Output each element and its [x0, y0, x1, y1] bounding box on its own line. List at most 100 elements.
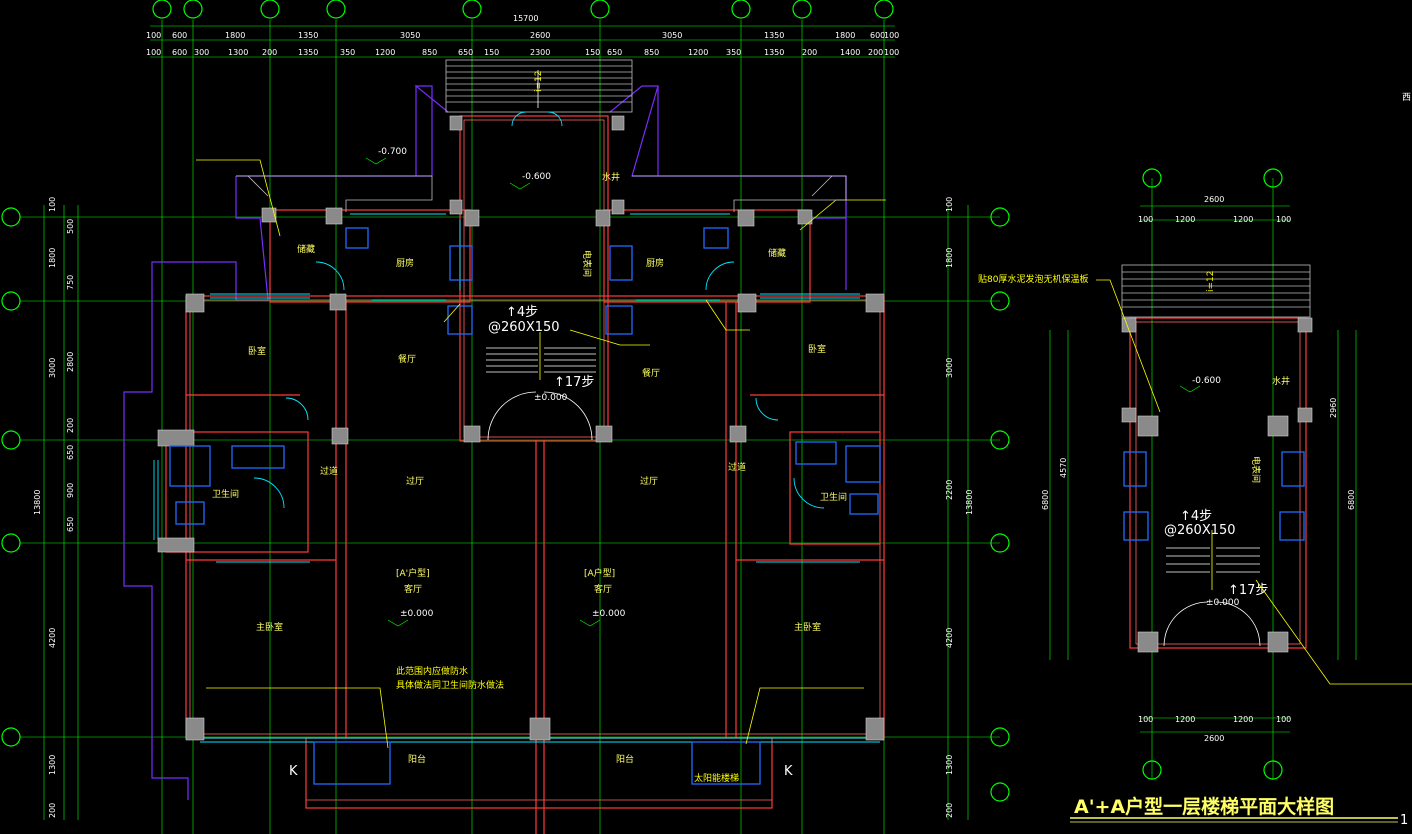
stair-steps-up: ↑4步 — [506, 305, 538, 320]
dim-top-r2-14: 850 — [644, 48, 659, 57]
label-storage-right: 储藏 — [768, 247, 786, 259]
stair-spec: @260X150 — [488, 320, 560, 335]
dim-top-r2-9: 650 — [458, 48, 473, 57]
dim-top-r2-3: 1300 — [228, 48, 248, 57]
detail-stair-spec: @260X150 — [1164, 523, 1236, 538]
label-living-left: 客厅 — [404, 583, 422, 595]
label-corridor-right: 过道 — [728, 461, 746, 473]
stair-annotations: ↑4步 @260X150 ↑17步 — [488, 305, 594, 390]
edge-label: 西 — [1402, 92, 1411, 103]
windows — [153, 213, 880, 743]
stair-slope: i=12 — [534, 71, 544, 93]
label-dining-left: 餐厅 — [398, 353, 416, 365]
detail-dim-bot-1: 1200 — [1175, 715, 1195, 724]
detail-dim-top-1: 1200 — [1175, 215, 1195, 224]
dim-top-r2-16: 350 — [726, 48, 741, 57]
dim-left-2: 1800 — [48, 248, 57, 268]
doors — [253, 111, 825, 509]
label-corridor-left: 过道 — [320, 465, 338, 477]
dim-top-r2-10: 150 — [484, 48, 499, 57]
side-dimensions: 13800 100 500 1800 750 2800 3000 200 650… — [33, 197, 974, 820]
note-waterproof-2: 具体做法同卫生间防水做法 — [396, 679, 504, 691]
title-text: A'+A户型一层楼梯平面大样图 — [1074, 795, 1334, 818]
dim-top-r2-19: 1400 — [840, 48, 860, 57]
note-solar-stair: 太阳能楼梯 — [694, 772, 739, 784]
label-living-right: 客厅 — [594, 583, 612, 595]
dim-top-r2-17: 1350 — [764, 48, 784, 57]
dim-top-r2-13: 650 — [607, 48, 622, 57]
dim-top-r1-0: 100 — [146, 31, 161, 40]
columns — [157, 115, 885, 741]
detail-steps-up: ↑4步 — [1180, 509, 1212, 524]
dim-top-r1-4: 3050 — [400, 31, 420, 40]
roof-outline — [123, 85, 847, 800]
dim-right-2: 3000 — [945, 358, 954, 378]
label-bath-right: 卫生间 — [820, 491, 847, 503]
label-master-left: 主卧室 — [256, 621, 283, 633]
label-bedroom-right: 卧室 — [808, 343, 826, 355]
dim-top-r2-21: 100 — [884, 48, 899, 57]
label-water-well: 水井 — [602, 171, 620, 183]
dim-left-0: 100 — [48, 197, 57, 212]
dim-right-total: 13800 — [965, 490, 974, 515]
dim-left-5: 3000 — [48, 358, 57, 378]
drawing-title: A'+A户型一层楼梯平面大样图 1 西 — [1070, 92, 1411, 828]
dim-right-5: 1300 — [945, 755, 954, 775]
fixtures — [169, 227, 881, 785]
dim-right-1: 1800 — [945, 248, 954, 268]
dim-right-3: 2200 — [945, 480, 954, 500]
label-balcony-right: 阳台 — [616, 753, 634, 765]
dim-left-8: 900 — [66, 483, 75, 498]
dim-top-r2-8: 850 — [422, 48, 437, 57]
dim-top-r1-10: 100 — [884, 31, 899, 40]
top-dimensions: 15700 100 600 1800 1350 3050 2600 3050 1… — [146, 14, 899, 58]
grid-bubbles — [1, 0, 1010, 802]
dim-top-r2-15: 1200 — [688, 48, 708, 57]
dim-right-4: 4200 — [945, 628, 954, 648]
label-master-right: 主卧室 — [794, 621, 821, 633]
dim-top-r2-0: 100 — [146, 48, 161, 57]
detail-dim-left-inner: 4570 — [1059, 458, 1068, 478]
level-minus-0600: -0.600 — [522, 172, 551, 182]
label-meter-room: 电表间 — [581, 250, 593, 277]
level-zero-stair: ±0.000 — [534, 393, 568, 403]
label-bedroom-left: 卧室 — [248, 345, 266, 357]
label-bath-left: 卫生间 — [212, 488, 239, 500]
dim-left-6: 200 — [66, 418, 75, 433]
dim-top-r1-2: 1800 — [225, 31, 245, 40]
dim-left-11: 1300 — [48, 755, 57, 775]
dim-top-r1-3: 1350 — [298, 31, 318, 40]
detail-dim-right-inner: 2960 — [1329, 398, 1338, 418]
detail-label-meter: 电表间 — [1250, 456, 1262, 483]
dim-top-total: 15700 — [513, 14, 538, 23]
dim-left-4: 2800 — [66, 352, 75, 372]
detail-dim-top-0: 100 — [1138, 215, 1153, 224]
dim-top-r2-20: 200 — [868, 48, 883, 57]
detail-dim-top: 2600 — [1204, 195, 1224, 204]
dim-top-r2-12: 150 — [585, 48, 600, 57]
detail-dim-top-3: 100 — [1276, 215, 1291, 224]
dim-right-0: 100 — [945, 197, 954, 212]
level-zero-right: ±0.000 — [592, 609, 626, 619]
note-waterproof-1: 此范围内应做防水 — [396, 665, 468, 677]
label-k-right: K — [784, 764, 793, 779]
dim-left-total: 13800 — [33, 490, 42, 515]
detail-dim-top-2: 1200 — [1233, 215, 1253, 224]
detail-dim-right: 6800 — [1347, 490, 1356, 510]
dim-left-9: 650 — [66, 517, 75, 532]
label-hall-left: 过厅 — [406, 475, 424, 487]
dim-top-r2-4: 200 — [262, 48, 277, 57]
detail-dim-bot-2: 1200 — [1233, 715, 1253, 724]
detail-dim-bot-3: 100 — [1276, 715, 1291, 724]
walls — [165, 115, 885, 834]
dim-top-r1-5: 2600 — [530, 31, 550, 40]
detail-slope: i=12 — [1206, 271, 1216, 293]
dim-top-r2-11: 2300 — [530, 48, 550, 57]
dim-top-r2-5: 1350 — [298, 48, 318, 57]
label-storage-left: 储藏 — [297, 243, 315, 255]
dim-left-7: 650 — [66, 445, 75, 460]
sheet-number: 1 — [1400, 813, 1408, 828]
label-kitchen-right: 厨房 — [646, 257, 664, 269]
stair-canopy: i=12 — [445, 59, 633, 113]
